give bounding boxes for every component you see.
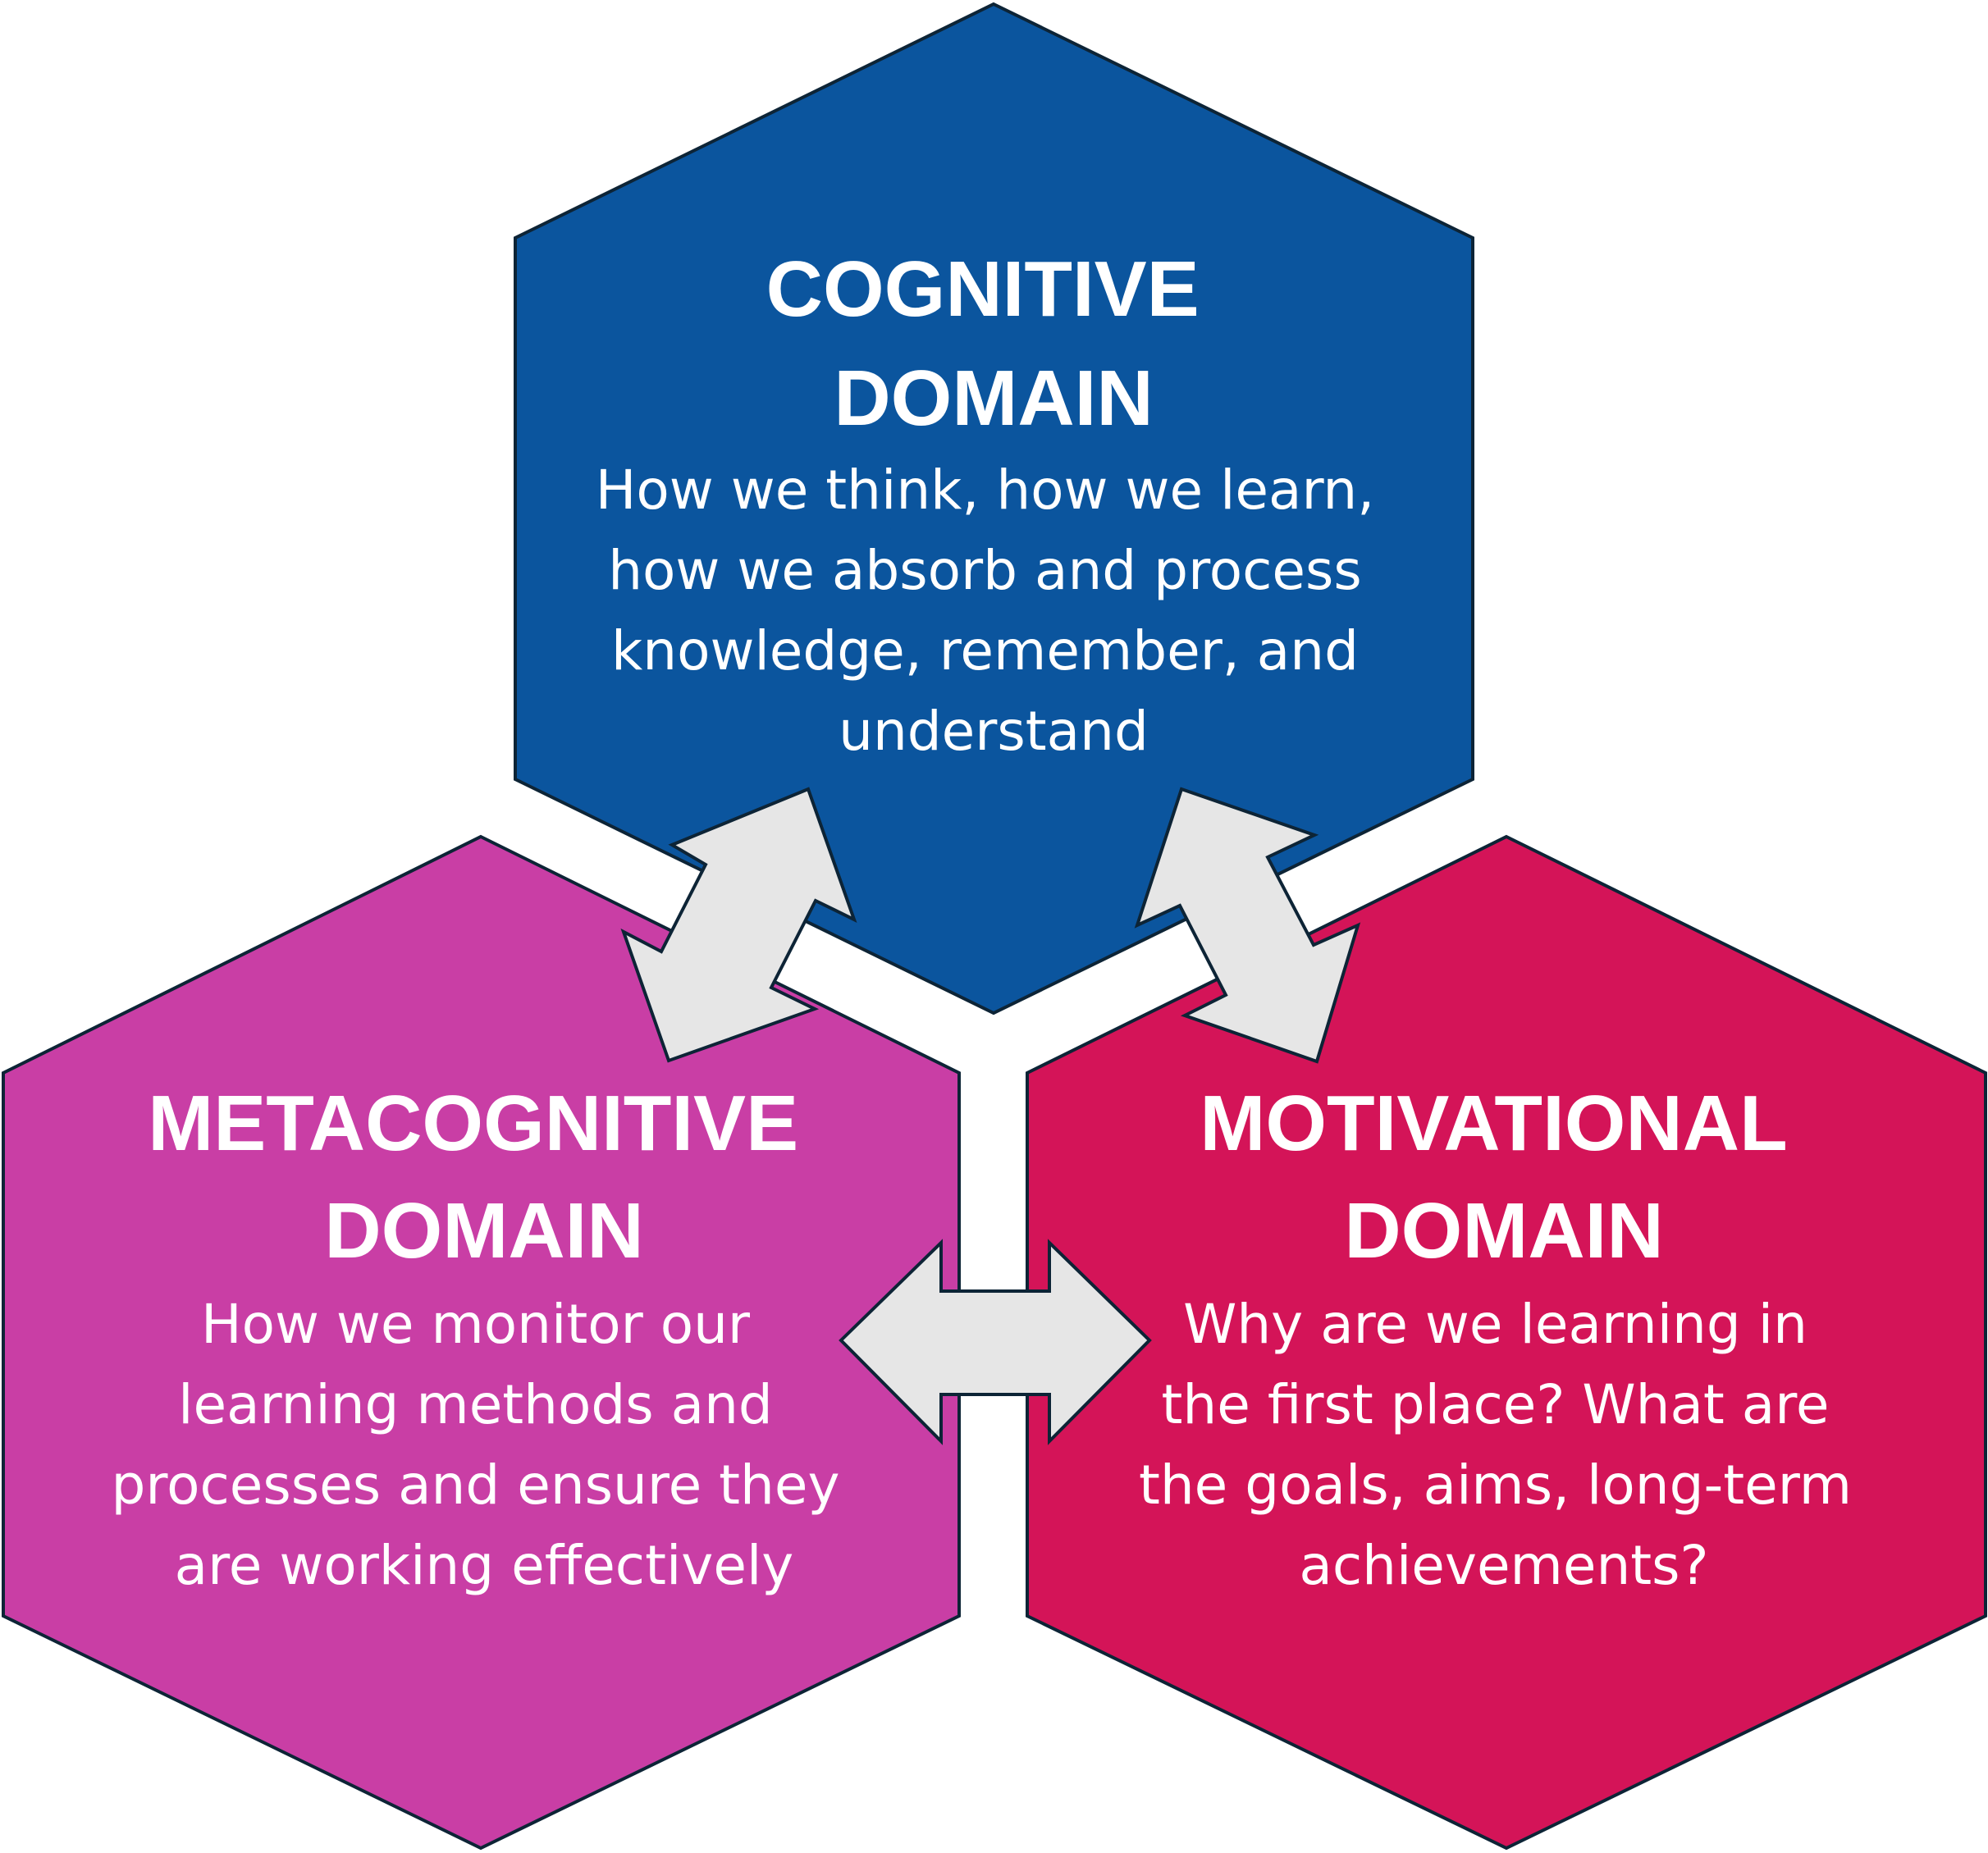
metacognitive-description-line: How we monitor our	[201, 1293, 751, 1356]
motivational-title-line: MOTIVATIONAL	[1200, 1079, 1786, 1167]
metacognitive-title-line: DOMAIN	[324, 1187, 643, 1275]
cognitive-description-line: How we think, how we learn,	[596, 459, 1375, 522]
motivational-description-line: achievements?	[1299, 1534, 1708, 1597]
motivational-domain-hexagon	[1026, 834, 1987, 1851]
metacognitive-description-line: processes and ensure they	[111, 1454, 839, 1517]
cognitive-motivational-arrow	[1134, 787, 1361, 1064]
metacognitive-domain-hexagon	[2, 834, 961, 1851]
cognitive-metacognitive-arrow	[620, 787, 857, 1063]
metacognitive-title: METACOGNITIVE DOMAIN	[148, 1079, 820, 1275]
metacognitive-description: How we monitor our learning methods and …	[111, 1293, 857, 1597]
motivational-description-line: Why are we learning in	[1183, 1293, 1807, 1356]
metacognitive-description-line: learning methods and	[178, 1373, 773, 1436]
metacognitive-title-line: METACOGNITIVE	[148, 1079, 798, 1167]
cognitive-description-line: understand	[839, 700, 1149, 763]
metacognitive-motivational-arrow	[839, 1239, 1152, 1445]
cognitive-title: COGNITIVE DOMAIN	[766, 245, 1222, 442]
metacognitive-description-line: are working effectively	[175, 1534, 794, 1597]
cognitive-description: How we think, how we learn, how we absor…	[596, 459, 1392, 763]
motivational-description-line: the first place? What are	[1162, 1373, 1830, 1436]
motivational-title: MOTIVATIONAL DOMAIN	[1200, 1079, 1807, 1275]
cognitive-domain-hexagon	[514, 2, 1474, 1015]
cognitive-description-line: how we absorb and process	[608, 539, 1362, 602]
cognitive-description-line: knowledge, remember, and	[611, 619, 1359, 682]
motivational-title-line: DOMAIN	[1344, 1187, 1663, 1275]
cognitive-title-line: COGNITIVE	[766, 245, 1200, 333]
cognitive-title-line: DOMAIN	[834, 354, 1153, 442]
motivational-description: Why are we learning in the first place? …	[1139, 1293, 1869, 1597]
motivational-description-line: the goals, aims, long-term	[1139, 1454, 1852, 1517]
